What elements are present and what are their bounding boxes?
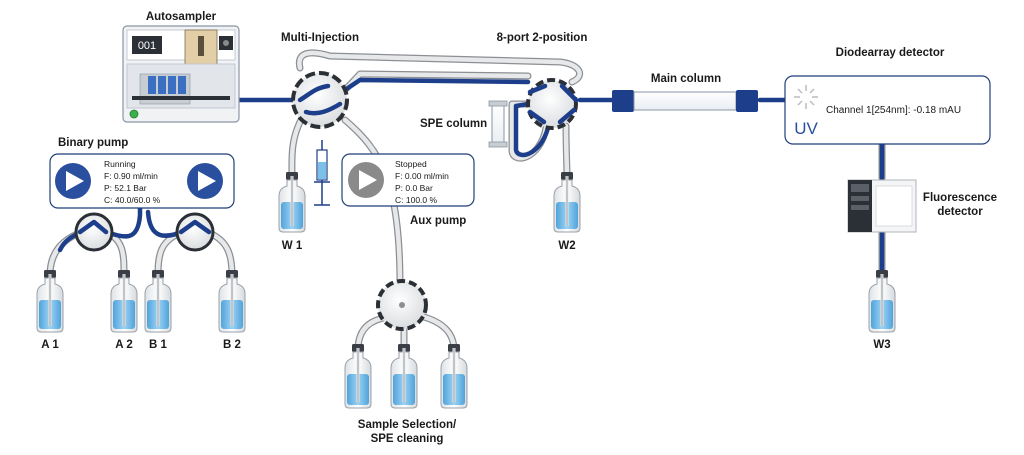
binary-pump-status: Running — [104, 159, 136, 169]
eight-port-label: 8-port 2-position — [497, 32, 588, 44]
detector-channel-reading: Channel 1[254nm]: -0.18 mAU — [826, 105, 961, 116]
multi-injection-valve[interactable]: Multi-Injection — [281, 32, 359, 129]
play-icon-b[interactable] — [187, 163, 223, 199]
aux-pump-label: Aux pump — [410, 215, 466, 227]
autosampler-label: Autosampler — [146, 11, 217, 23]
aux-pump-pressure: P: 0.0 Bar — [395, 183, 433, 193]
binary-pump-flow: F: 0.90 ml/min — [104, 171, 158, 181]
spe-column-label: SPE column — [420, 118, 487, 130]
bottle-a1 — [36, 270, 64, 333]
bottle-b2 — [218, 270, 246, 333]
syringe-icon — [314, 140, 330, 206]
status-led — [129, 109, 139, 119]
binary-pump-composition: C: 40.0/60.0 % — [104, 195, 161, 205]
aux-pump-flow: F: 0.00 ml/min — [395, 171, 449, 181]
fluorescence-label: Fluorescence — [923, 192, 997, 204]
bottle-w1 — [278, 172, 306, 233]
bottle-sample-2 — [390, 344, 418, 409]
bottles — [36, 172, 896, 409]
aux-pump-composition: C: 100.0 % — [395, 195, 437, 205]
bottle-a2 — [110, 270, 138, 333]
bottle-w2 — [553, 172, 581, 233]
sample-selection-label: Sample Selection/ — [358, 419, 457, 431]
eight-port-valve[interactable]: 8-port 2-position — [497, 32, 588, 130]
multi-injection-label: Multi-Injection — [281, 32, 359, 44]
spe-column: SPE column — [420, 100, 508, 148]
lamp-icon — [794, 85, 818, 109]
autosampler-display — [132, 36, 162, 54]
main-column-label: Main column — [651, 73, 721, 85]
pump-head-b — [175, 212, 215, 252]
autosampler[interactable]: Autosampler 001 — [122, 11, 240, 123]
bottle-w3 — [868, 270, 896, 333]
binary-pump-pressure: P: 52.1 Bar — [104, 183, 147, 193]
bottle-label-w2: W2 — [558, 240, 575, 252]
bottle-label-a1: A 1 — [41, 339, 59, 351]
diodearray-label: Diodearray detector — [836, 47, 945, 59]
bottle-label-w1: W 1 — [282, 240, 303, 252]
diodearray-detector[interactable]: Diodearray detector UV Channel 1[254nm]:… — [784, 47, 991, 145]
bottle-label-b2: B 2 — [223, 339, 241, 351]
aux-pump[interactable]: Stopped F: 0.00 ml/min P: 0.0 Bar C: 100… — [341, 153, 475, 227]
bottle-label-a2: A 2 — [115, 339, 132, 351]
binary-pump-label: Binary pump — [58, 137, 128, 149]
autosampler-display-text: 001 — [138, 40, 156, 52]
main-column[interactable]: Main column — [612, 73, 758, 112]
fluorescence-detector[interactable]: Fluorescence detector — [847, 179, 997, 233]
fluorescence-detector-label: detector — [937, 206, 983, 218]
bottle-b1 — [144, 270, 172, 333]
spe-cleaning-label: SPE cleaning — [371, 433, 444, 445]
pump-head-a — [74, 212, 114, 252]
uv-label: UV — [794, 119, 818, 138]
play-icon-stopped[interactable] — [348, 162, 384, 198]
bottle-sample-1 — [344, 344, 372, 409]
bottle-label-b1: B 1 — [149, 339, 168, 351]
sample-selection-valve[interactable] — [376, 279, 428, 331]
aux-pump-status: Stopped — [395, 159, 427, 169]
play-icon-a[interactable] — [55, 163, 91, 199]
binary-pump[interactable]: Binary pump Running F: 0.90 ml/min P: 52… — [49, 137, 235, 209]
bottle-sample-3 — [440, 344, 468, 409]
bottle-label-w3: W3 — [873, 339, 890, 351]
